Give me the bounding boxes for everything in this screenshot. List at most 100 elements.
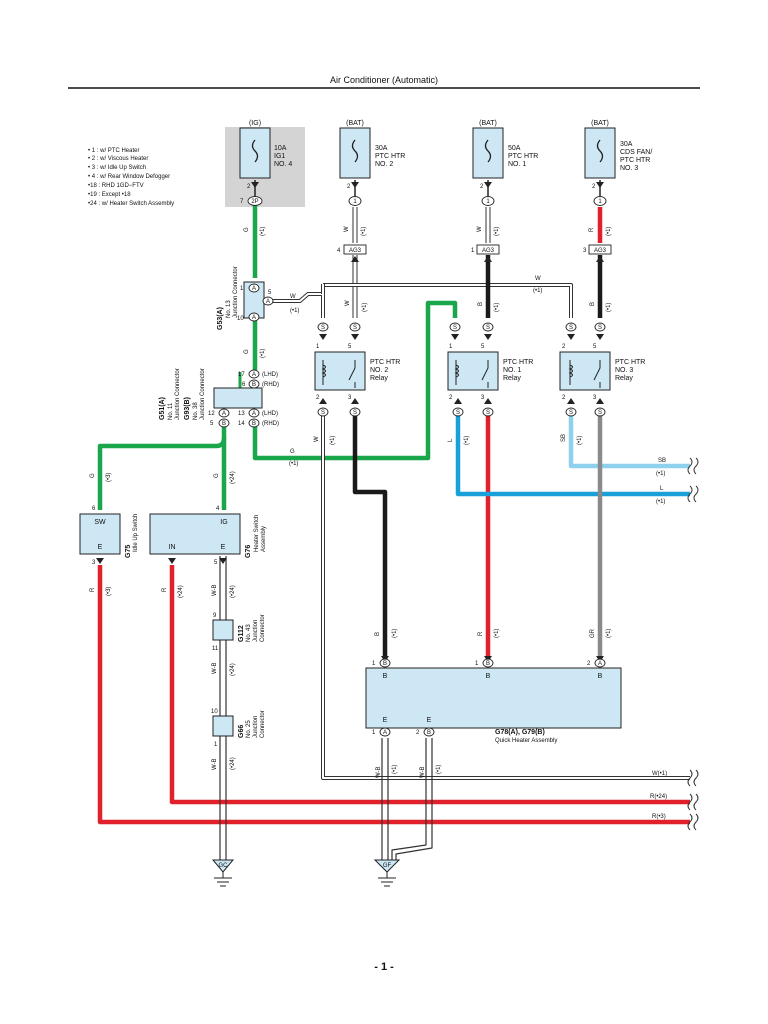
svg-text:10A: 10A bbox=[274, 145, 287, 152]
svg-text:1: 1 bbox=[486, 199, 490, 205]
svg-text:W(•1): W(•1) bbox=[652, 771, 667, 777]
svg-text:R(•24): R(•24) bbox=[650, 794, 667, 800]
svg-text:S: S bbox=[353, 410, 357, 416]
svg-text:G51(A): G51(A) bbox=[159, 397, 166, 420]
fuse-ig1: (IG) 10A IG1 NO. 4 2 2P 7 G (•1) bbox=[239, 120, 292, 236]
svg-text:B: B bbox=[252, 382, 256, 388]
svg-text:5: 5 bbox=[481, 344, 485, 350]
svg-text:G: G bbox=[290, 449, 295, 455]
svg-text:S: S bbox=[569, 325, 573, 331]
svg-text:W-B: W-B bbox=[212, 584, 218, 596]
svg-text:GR: GR bbox=[590, 628, 596, 638]
svg-text:A: A bbox=[266, 299, 270, 305]
svg-text:IG1: IG1 bbox=[274, 153, 285, 160]
svg-text:30A: 30A bbox=[620, 141, 633, 148]
svg-text:No. 43: No. 43 bbox=[246, 624, 252, 642]
svg-text:A: A bbox=[252, 286, 256, 292]
svg-text:(RHD): (RHD) bbox=[262, 382, 279, 388]
svg-text:(•24): (•24) bbox=[230, 471, 236, 484]
svg-text:(•1): (•1) bbox=[290, 308, 299, 314]
svg-text:(•1): (•1) bbox=[494, 227, 500, 236]
svg-text:(IG): (IG) bbox=[249, 120, 261, 127]
svg-text:4: 4 bbox=[337, 248, 341, 254]
wire-terminators bbox=[687, 457, 699, 831]
svg-text:(•24): (•24) bbox=[230, 585, 236, 598]
svg-text:2: 2 bbox=[587, 661, 591, 667]
svg-text:Junction Connector: Junction Connector bbox=[233, 266, 239, 318]
svg-text:12: 12 bbox=[208, 411, 215, 417]
svg-text:1: 1 bbox=[372, 661, 376, 667]
junction-g66: 10 1 G66 No. 25 Junction Connector bbox=[211, 709, 266, 748]
junction-g53: A A A 1 5 10 G53(A) No. 13 Junction Conn… bbox=[217, 266, 274, 358]
svg-text:3: 3 bbox=[593, 395, 597, 401]
svg-text:G78(A), G79(B): G78(A), G79(B) bbox=[495, 729, 545, 736]
fuse-ptc-htr-no2: (BAT) 30A PTC HTR NO. 2 2 1 W (•1) 4 AG3 bbox=[337, 120, 405, 262]
svg-text:E: E bbox=[427, 717, 432, 724]
note-24: •24 : w/ Heater Switch Assembly bbox=[88, 201, 174, 207]
svg-text:R: R bbox=[90, 587, 96, 592]
wire-white-group bbox=[268, 255, 690, 780]
svg-text:PTC HTR: PTC HTR bbox=[370, 359, 400, 366]
svg-text:A: A bbox=[252, 411, 256, 417]
svg-text:(LHD): (LHD) bbox=[262, 411, 278, 417]
svg-text:S: S bbox=[321, 410, 325, 416]
svg-text:(BAT): (BAT) bbox=[591, 120, 609, 127]
svg-text:(•1): (•1) bbox=[606, 629, 612, 638]
svg-text:SB: SB bbox=[658, 458, 666, 464]
heater-switch-assembly-g76: IG IN E 4 5 G76 Heater Switch Assembly bbox=[149, 506, 267, 566]
svg-text:Junction: Junction bbox=[253, 620, 259, 642]
svg-text:(•1): (•1) bbox=[656, 471, 665, 477]
svg-text:Assembly: Assembly bbox=[261, 526, 267, 552]
svg-text:W: W bbox=[535, 276, 541, 282]
svg-text:(•1): (•1) bbox=[533, 288, 542, 294]
svg-text:(•1): (•1) bbox=[392, 765, 398, 774]
wire-lightblue-sb bbox=[568, 412, 690, 469]
svg-text:(•24): (•24) bbox=[178, 585, 184, 598]
svg-text:SW: SW bbox=[94, 519, 106, 526]
svg-text:W: W bbox=[344, 226, 350, 232]
svg-text:1: 1 bbox=[353, 199, 357, 205]
svg-text:W-B: W-B bbox=[420, 766, 426, 778]
svg-text:E: E bbox=[221, 544, 226, 551]
svg-text:W-B: W-B bbox=[212, 758, 218, 770]
svg-text:(•1): (•1) bbox=[656, 499, 665, 505]
svg-text:(•1): (•1) bbox=[362, 303, 368, 312]
svg-text:B: B bbox=[375, 632, 381, 636]
wire-wb-gf1 bbox=[381, 738, 389, 860]
svg-text:A: A bbox=[383, 730, 387, 736]
svg-text:Junction Connector: Junction Connector bbox=[175, 368, 181, 420]
svg-text:NO. 1: NO. 1 bbox=[508, 161, 526, 168]
svg-text:50A: 50A bbox=[508, 145, 521, 152]
note-1: • 1 : w/ PTC Heater bbox=[88, 148, 139, 154]
svg-text:(•1): (•1) bbox=[289, 461, 298, 467]
svg-text:2: 2 bbox=[316, 395, 320, 401]
svg-text:B: B bbox=[486, 673, 491, 680]
relay-connectors: S S S S S S S S S S S S bbox=[317, 322, 606, 417]
svg-text:6: 6 bbox=[242, 382, 246, 388]
relay-ptc-htr-no3: PTC HTR NO. 3 Relay 2 5 2 3 bbox=[559, 344, 645, 401]
svg-text:2: 2 bbox=[449, 395, 453, 401]
svg-text:13: 13 bbox=[238, 411, 245, 417]
svg-text:2: 2 bbox=[480, 184, 484, 190]
svg-text:R: R bbox=[478, 631, 484, 636]
svg-text:(RHD): (RHD) bbox=[262, 421, 279, 427]
svg-text:11: 11 bbox=[212, 646, 219, 652]
svg-text:No. 25: No. 25 bbox=[246, 720, 252, 738]
svg-text:(•24): (•24) bbox=[230, 663, 236, 676]
fuse-ptc-htr-no1: (BAT) 50A PTC HTR NO. 1 2 1 W (•1) 1 AG3 bbox=[471, 120, 538, 262]
svg-text:IN: IN bbox=[169, 544, 176, 551]
wire-green-main bbox=[252, 205, 458, 461]
svg-text:W-B: W-B bbox=[376, 766, 382, 778]
fuse-cds-fan-ptc-htr-no3: (BAT) 30A CDS FAN/ PTC HTR NO. 3 2 1 R (… bbox=[583, 120, 652, 262]
svg-text:S: S bbox=[456, 410, 460, 416]
note-3: • 3 : w/ Idle Up Switch bbox=[88, 165, 146, 171]
svg-text:S: S bbox=[453, 325, 457, 331]
svg-text:5: 5 bbox=[593, 344, 597, 350]
svg-text:W: W bbox=[290, 294, 296, 300]
svg-text:30A: 30A bbox=[375, 145, 388, 152]
wire-labels-upper: W (•1) W (•1) W (•1) B (•1) B (•1) bbox=[290, 276, 612, 314]
svg-text:NO. 1: NO. 1 bbox=[503, 367, 521, 374]
relay-ptc-htr-no1: PTC HTR NO. 1 Relay 1 5 2 3 bbox=[447, 344, 533, 401]
wire-wb-gc bbox=[219, 556, 227, 860]
